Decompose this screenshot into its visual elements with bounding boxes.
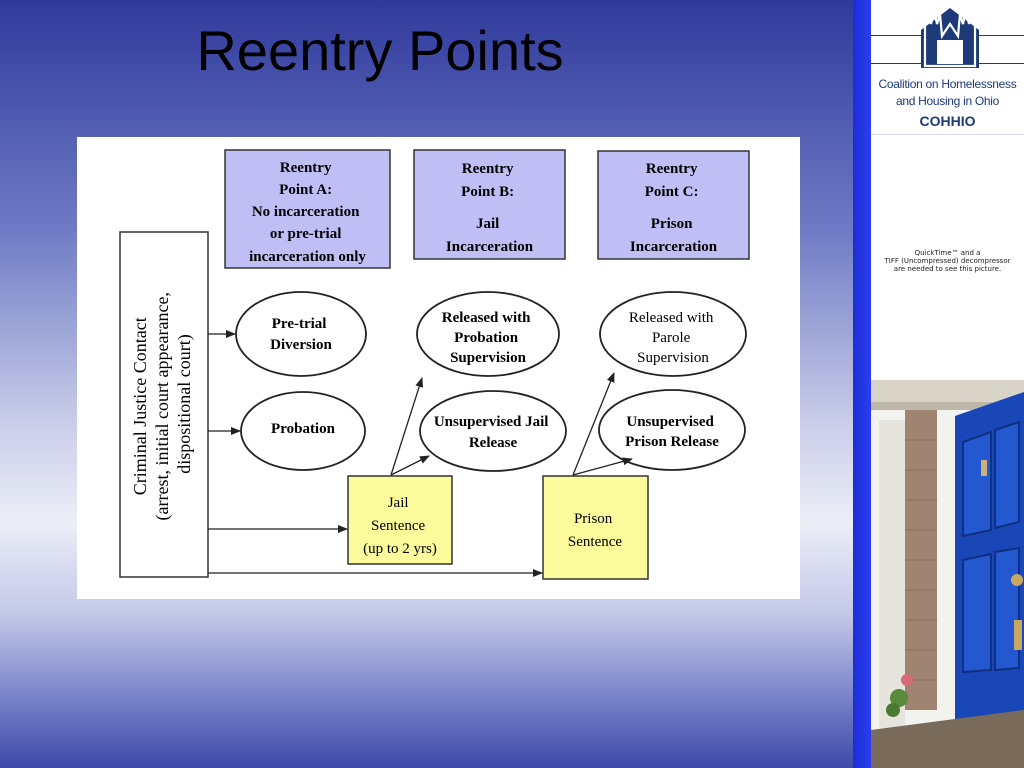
unsupervised-jail-release-ellipse: Unsupervised Jail Release — [419, 390, 567, 472]
reentry-a-line-3: No incarceration — [252, 204, 360, 220]
svg-text:Released with Parole: Released with Parole Supervision — [629, 310, 717, 366]
contact-line-3: dispositional court) — [174, 334, 195, 473]
reentry-point-c-box: Reentry Point C: Prison Incarceration — [597, 150, 750, 260]
unsupervised-jail-line-1: Unsupervised Jail — [434, 414, 549, 430]
svg-text:Released with Probatio: Released with Probation Supervision — [442, 310, 535, 366]
jail-sentence-line-3: (up to 2 yrs) — [363, 541, 437, 557]
released-probation-supervision-ellipse: Released with Probation Supervision — [416, 291, 560, 377]
reentry-c-line-2: Point C: — [645, 184, 699, 200]
org-name-line-1: Coalition on Homelessness — [878, 77, 1017, 91]
reentry-point-b-box: Reentry Point B: Jail Incarceration — [413, 149, 566, 260]
org-name-line-2: and Housing in Ohio — [895, 94, 1000, 108]
reentry-diagram: Reentry Point A: No incarceration or pre… — [77, 137, 800, 599]
reentry-b-line-3: Jail — [476, 216, 499, 232]
jail-sentence-line-1: Jail — [388, 495, 409, 511]
reentry-a-line-1: Reentry — [280, 160, 332, 176]
reentry-a-line-5: incarceration only — [249, 249, 366, 265]
unsupervised-jail-line-2: Release — [469, 435, 518, 451]
svg-text:Prison Sentence: Prison Sentence — [568, 511, 622, 550]
reentry-a-line-4: or pre-trial — [270, 226, 342, 242]
arrow-prison-to-parole — [572, 372, 615, 476]
jail-sentence-box: Jail Sentence (up to 2 yrs) — [347, 475, 453, 565]
svg-text:Probation: Probation — [271, 421, 336, 437]
reentry-c-line-1: Reentry — [646, 161, 698, 177]
prison-sentence-box: Prison Sentence — [542, 475, 649, 580]
blue-door-photo — [871, 380, 1024, 768]
probation-supervision-line-2: Probation — [454, 330, 519, 346]
logo-divider — [871, 134, 1024, 135]
reentry-a-line-2: Point A: — [279, 182, 332, 198]
side-blue-strip — [853, 0, 871, 768]
probation-label: Probation — [271, 421, 336, 437]
arrow-jail-to-probation-supervision — [390, 377, 424, 476]
parole-supervision-line-2: Parole — [652, 330, 691, 346]
parole-supervision-line-3: Supervision — [637, 350, 709, 366]
probation-ellipse: Probation — [240, 391, 366, 471]
diagram-svg: Reentry Point A: No incarceration or pre… — [119, 149, 750, 580]
jail-sentence-line-2: Sentence — [371, 518, 425, 534]
reentry-b-line-1: Reentry — [462, 161, 514, 177]
svg-text:Reentry Point C:: Reentry Point C: Prison Incarceration — [630, 161, 718, 255]
reentry-b-line-4: Incarceration — [446, 239, 534, 255]
hands-house-icon — [921, 8, 979, 68]
svg-text:Jail Sentence: Jail Sentence (up to 2 yrs) — [363, 495, 437, 557]
unsupervised-prison-release-ellipse: Unsupervised Prison Release — [598, 389, 746, 471]
parole-supervision-line-1: Released with — [629, 310, 714, 326]
side-panel: Coalition on Homelessness and Housing in… — [871, 0, 1024, 768]
arrow-prison-to-unsupervised — [572, 457, 633, 476]
org-name: Coalition on Homelessness and Housing in… — [871, 76, 1024, 110]
reentry-point-a-box: Reentry Point A: No incarceration or pre… — [224, 149, 391, 269]
svg-text:Reentry Point A:: Reentry Point A: No incarceration or pre… — [249, 160, 366, 265]
svg-text:Unsupervised Jail Rele: Unsupervised Jail Release — [434, 414, 552, 451]
slide-title: Reentry Points — [196, 19, 564, 82]
prison-sentence-line-2: Sentence — [568, 534, 622, 550]
contact-line-2: (arrest, initial court appearance, — [152, 292, 173, 520]
contact-line-1: Criminal Justice Contact — [130, 317, 150, 495]
prison-sentence-line-1: Prison — [574, 511, 613, 527]
pretrial-line-2: Diversion — [270, 337, 332, 353]
svg-text:Reentry Point B:: Reentry Point B: Jail Incarceration — [446, 161, 534, 255]
flow-arrows — [208, 330, 633, 577]
reentry-c-line-3: Prison — [651, 216, 693, 232]
probation-supervision-line-1: Released with — [442, 310, 531, 326]
pretrial-line-1: Pre-trial — [272, 316, 327, 332]
quicktime-line-2: TIFF (Uncompressed) decompressor — [884, 257, 1011, 265]
svg-text:Pre-trial Diversion: Pre-trial Diversion — [270, 316, 332, 353]
reentry-c-line-4: Incarceration — [630, 239, 718, 255]
cohhio-logo: Coalition on Homelessness and Housing in… — [871, 0, 1024, 140]
svg-text:Criminal Justice Contact: Criminal Justice Contact (arrest, initia… — [130, 288, 195, 521]
probation-supervision-line-3: Supervision — [450, 350, 527, 366]
quicktime-placeholder-note: QuickTime™ and a TIFF (Uncompressed) dec… — [871, 249, 1024, 273]
svg-text:Unsupervised Prison Re: Unsupervised Prison Release — [625, 414, 719, 450]
unsupervised-prison-line-2: Prison Release — [625, 434, 719, 450]
quicktime-line-3: are needed to see this picture. — [893, 265, 1002, 273]
reentry-b-line-2: Point B: — [461, 184, 514, 200]
unsupervised-prison-line-1: Unsupervised — [626, 414, 714, 430]
quicktime-line-1: QuickTime™ and a — [914, 249, 981, 257]
pretrial-diversion-ellipse: Pre-trial Diversion — [235, 291, 367, 377]
released-parole-supervision-ellipse: Released with Parole Supervision — [599, 291, 747, 377]
org-abbrev: COHHIO — [919, 113, 976, 129]
criminal-justice-contact-box: Criminal Justice Contact (arrest, initia… — [119, 231, 209, 578]
arrow-jail-to-unsupervised — [390, 455, 430, 476]
